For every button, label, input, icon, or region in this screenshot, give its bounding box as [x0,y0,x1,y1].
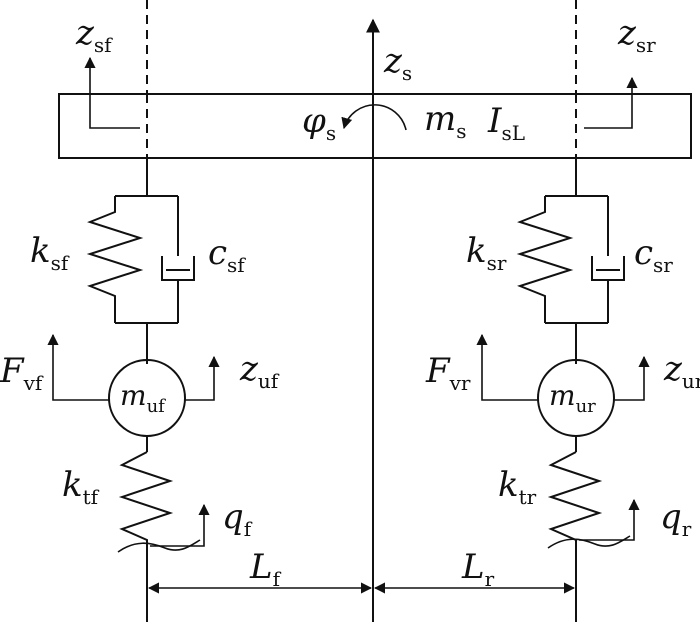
label-z-s: zs [383,41,412,85]
z-ur-arrow [614,355,650,401]
rear-suspension [516,158,625,364]
label-k-tf: ktf [62,465,100,509]
label-f-vr: Fvr [425,351,471,395]
rear-tire-spring [547,451,603,622]
label-c-sr: csr [634,233,673,277]
q-f-arrow [150,503,210,547]
f-vf-arrow [47,333,109,401]
label-q-r: qr [660,497,692,541]
sprung-mass-body [58,93,692,159]
rear-damper [591,256,625,281]
front-suspension [86,158,195,364]
label-k-tr: ktr [498,465,537,509]
label-i-sl: IsL [487,101,525,145]
label-phi-s: φs [302,101,336,145]
label-z-sr: zsr [617,13,656,57]
label-m-s: ms [424,99,467,143]
label-z-sf: zsf [75,13,113,57]
label-k-sf: ksf [30,231,70,275]
label-q-f: qf [222,497,253,541]
label-k-sr: ksr [466,231,507,275]
front-damper [161,256,195,281]
label-c-sf: csf [208,233,246,277]
label-f-vf: Fvf [0,351,44,395]
front-tire-spring [118,451,174,622]
label-l-r: Lr [461,547,495,591]
label-m-ur: mur [549,379,596,417]
label-l-f: Lf [249,547,282,591]
rear-road-profile [547,535,631,549]
label-z-uf: zuf [239,349,280,393]
f-vr-arrow [476,333,538,401]
z-uf-arrow [185,355,220,401]
rear-suspension-spring [516,196,574,323]
q-r-arrow [579,498,640,541]
z-sr-arrow [584,76,638,129]
front-suspension-spring [86,196,144,323]
label-m-uf: muf [120,379,166,417]
z-sf-arrow [84,56,140,129]
pitch-rotation-arrow [341,104,407,131]
label-z-ur: zur [663,349,700,393]
